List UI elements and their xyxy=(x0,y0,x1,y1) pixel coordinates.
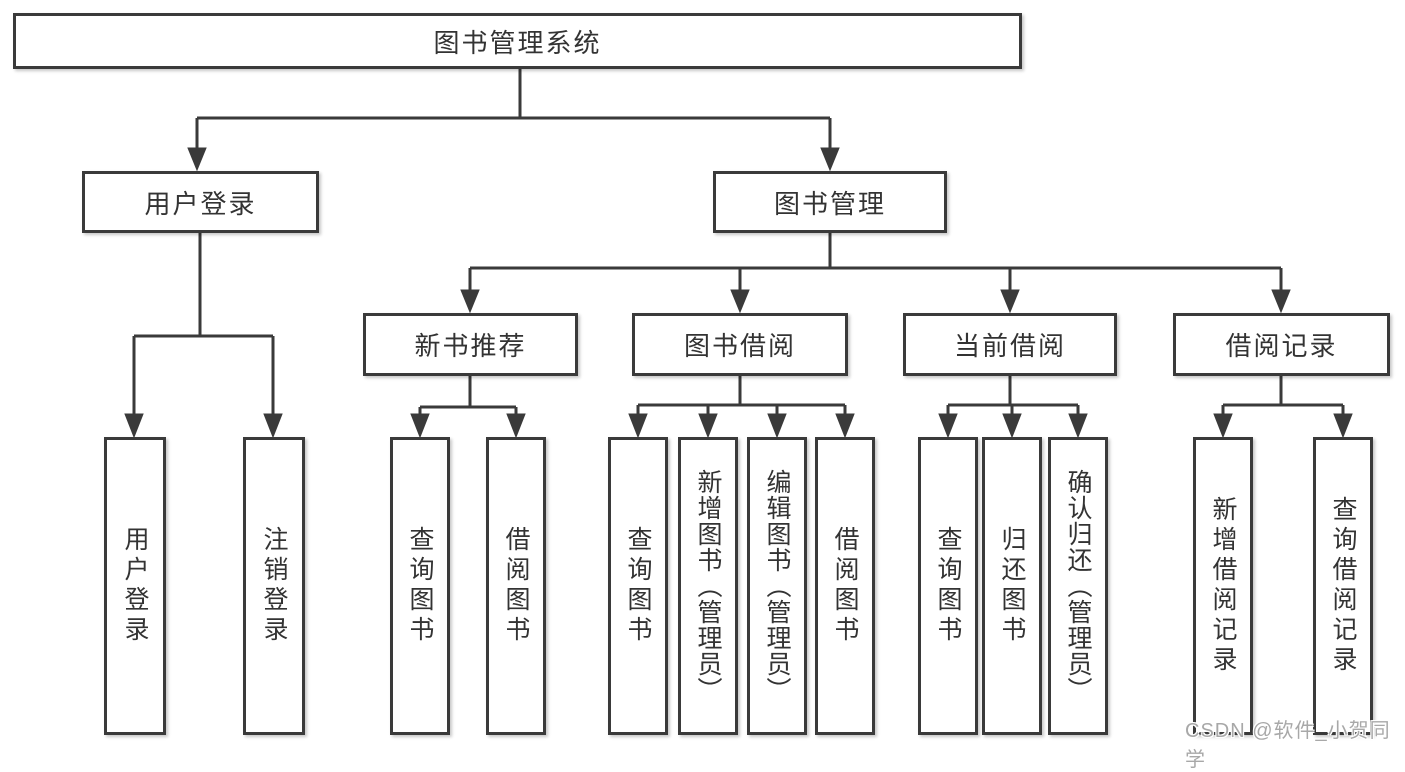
leaf-query-borrow-record: 查询借阅记录 xyxy=(1313,437,1373,735)
leaf-recommend-query-books: 查询图书 xyxy=(390,437,450,735)
leaf-add-borrow-record: 新增借阅记录 xyxy=(1193,437,1253,735)
leaf-user-login: 用户登录 xyxy=(104,437,166,735)
leaf-edit-book-admin: 编辑图书（管理员） xyxy=(747,437,807,735)
org-chart: 图书管理系统 用户登录 图书管理 新书推荐 图书借阅 当前借阅 借阅记录 用户登… xyxy=(13,13,1390,771)
leaf-current-query-books: 查询图书 xyxy=(918,437,978,735)
node-new-book-recommend: 新书推荐 xyxy=(363,313,578,376)
node-user-login: 用户登录 xyxy=(82,171,319,233)
leaf-logout: 注销登录 xyxy=(243,437,305,735)
node-borrow-records: 借阅记录 xyxy=(1173,313,1390,376)
leaf-add-book-admin: 新增图书（管理员） xyxy=(678,437,738,735)
leaf-confirm-return-admin: 确认归还（管理员） xyxy=(1048,437,1108,735)
node-book-borrow: 图书借阅 xyxy=(632,313,848,376)
leaf-recommend-borrow-books: 借阅图书 xyxy=(486,437,546,735)
node-book-management: 图书管理 xyxy=(713,171,947,233)
leaf-borrow-borrow-books: 借阅图书 xyxy=(815,437,875,735)
leaf-borrow-query-books: 查询图书 xyxy=(608,437,668,735)
connector-lines xyxy=(124,69,1353,439)
csdn-watermark: CSDN @软件_小贺同学 xyxy=(1185,720,1391,771)
node-root-system: 图书管理系统 xyxy=(13,13,1022,69)
leaf-return-books: 归还图书 xyxy=(982,437,1042,735)
node-current-borrow: 当前借阅 xyxy=(903,313,1117,376)
